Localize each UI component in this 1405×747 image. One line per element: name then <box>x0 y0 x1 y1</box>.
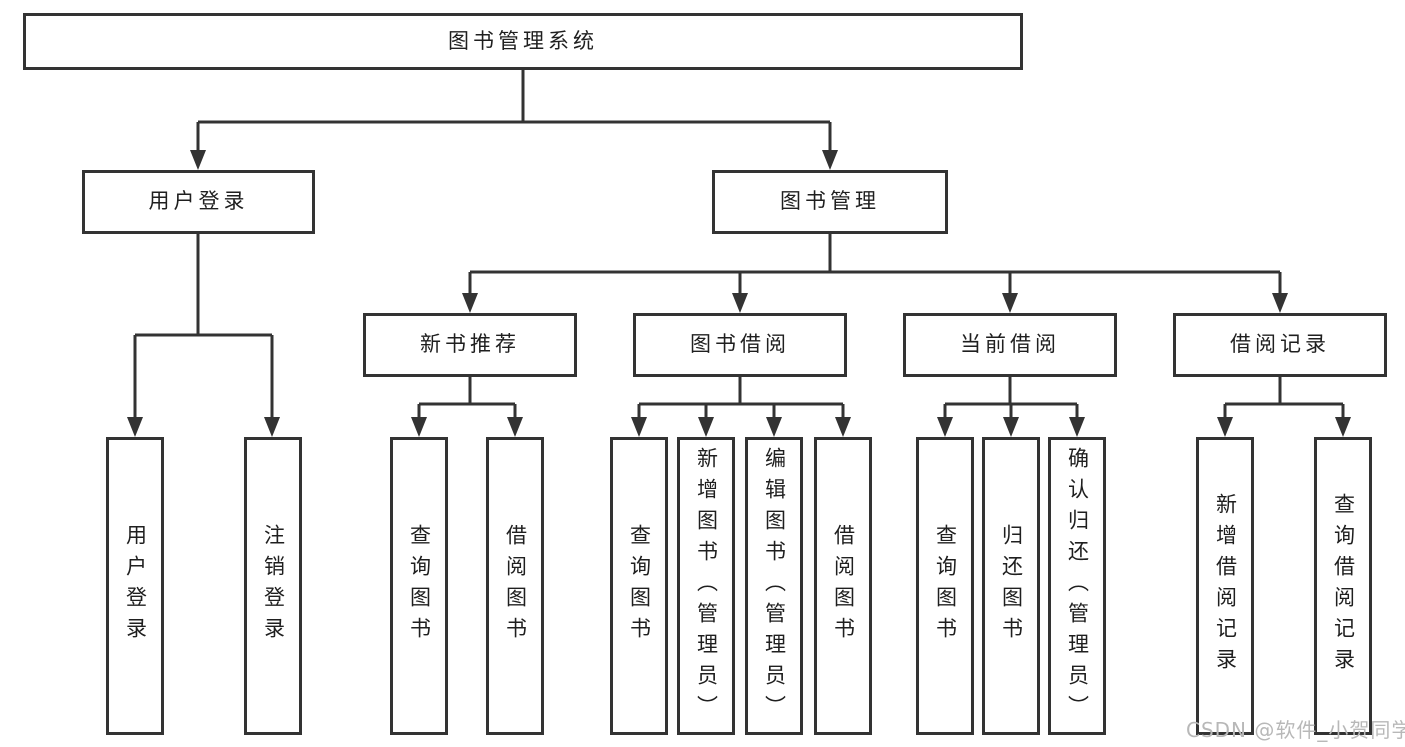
node-label: 借阅图书 <box>503 524 528 648</box>
leaf-logout: 注销登录 <box>244 437 302 735</box>
node-label: 图书管理 <box>780 189 880 214</box>
node-label: 借阅记录 <box>1230 332 1330 357</box>
leaf-current-query-books: 查询图书 <box>916 437 974 735</box>
leaf-confirm-return-admin: 确认归还（管理员） <box>1048 437 1106 735</box>
csdn-watermark: CSDN @软件_小贺同学 <box>1186 718 1405 742</box>
leaf-user-login: 用户登录 <box>106 437 164 735</box>
node-borrowing-records: 借阅记录 <box>1173 313 1387 377</box>
node-label: 查询图书 <box>627 524 652 648</box>
node-label: 用户登录 <box>123 524 148 648</box>
node-new-book-recommendation: 新书推荐 <box>363 313 577 377</box>
leaf-recommend-query-books: 查询图书 <box>390 437 448 735</box>
node-label: 归还图书 <box>999 524 1024 648</box>
node-library-system: 图书管理系统 <box>23 13 1023 70</box>
node-label: 借阅图书 <box>831 524 856 648</box>
node-label: 查询借阅记录 <box>1331 493 1356 679</box>
leaf-recommend-borrow-books: 借阅图书 <box>486 437 544 735</box>
node-book-borrowing: 图书借阅 <box>633 313 847 377</box>
node-label: 查询图书 <box>933 524 958 648</box>
node-label: 查询图书 <box>407 524 432 648</box>
node-label: 编辑图书（管理员） <box>762 446 787 726</box>
leaf-borrow-query-books: 查询图书 <box>610 437 668 735</box>
leaf-add-books-admin: 新增图书（管理员） <box>677 437 735 735</box>
node-user-login-group: 用户登录 <box>82 170 315 234</box>
node-label: 图书管理系统 <box>448 28 598 53</box>
node-label: 用户登录 <box>148 189 249 214</box>
node-label: 注销登录 <box>261 524 286 648</box>
leaf-borrow-books: 借阅图书 <box>814 437 872 735</box>
node-label: 图书借阅 <box>690 332 790 357</box>
node-label: 当前借阅 <box>960 332 1060 357</box>
node-label: 新增图书（管理员） <box>694 446 719 726</box>
leaf-query-borrow-record: 查询借阅记录 <box>1314 437 1372 735</box>
leaf-return-books: 归还图书 <box>982 437 1040 735</box>
node-label: 新增借阅记录 <box>1213 493 1238 679</box>
node-book-management: 图书管理 <box>712 170 948 234</box>
node-label: 确认归还（管理员） <box>1065 446 1090 726</box>
node-current-borrowing: 当前借阅 <box>903 313 1117 377</box>
leaf-add-borrow-record: 新增借阅记录 <box>1196 437 1254 735</box>
node-label: 新书推荐 <box>420 332 520 357</box>
leaf-edit-books-admin: 编辑图书（管理员） <box>745 437 803 735</box>
